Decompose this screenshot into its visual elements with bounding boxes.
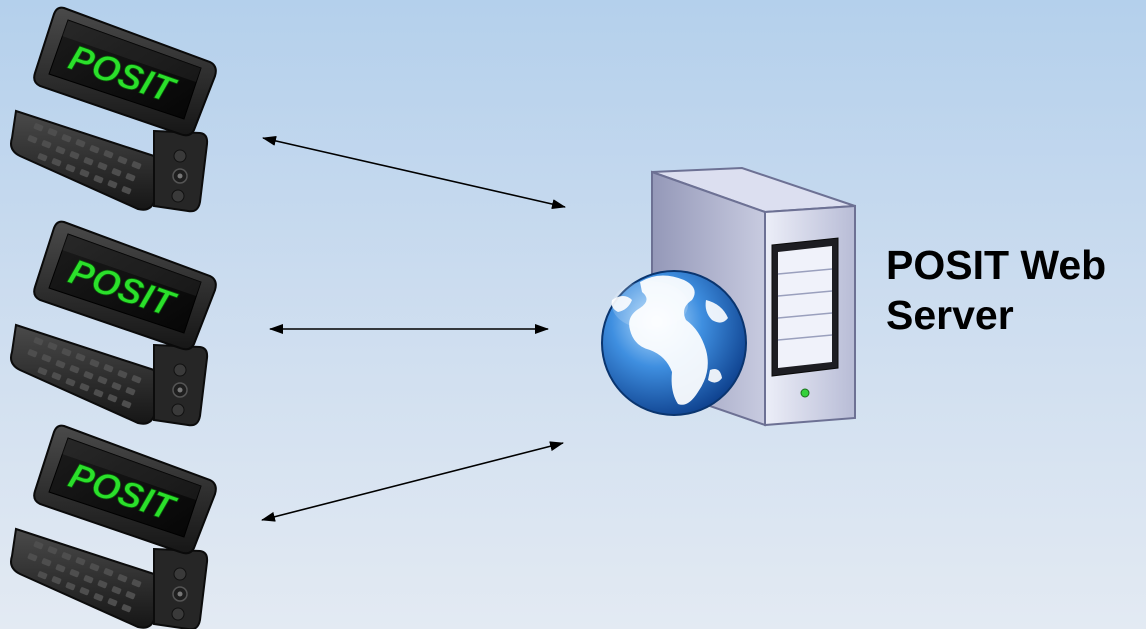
server-label: POSIT Web Server bbox=[886, 240, 1106, 340]
arrow-phone-1-server bbox=[262, 136, 566, 209]
phone-2: POSIT bbox=[10, 220, 217, 427]
arrow-phone-3-server bbox=[261, 441, 564, 522]
phone-3: POSIT bbox=[10, 424, 217, 629]
server-label-line-1: POSIT Web bbox=[886, 242, 1107, 288]
server-label-line-2: Server bbox=[886, 292, 1014, 338]
globe-icon bbox=[601, 270, 747, 416]
phone-1: POSIT bbox=[10, 6, 217, 213]
